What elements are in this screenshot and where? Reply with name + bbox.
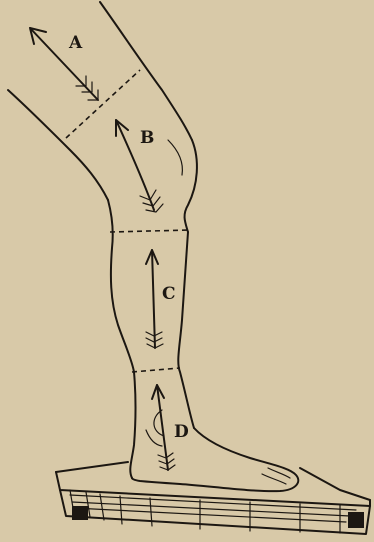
zone-label-a: A	[69, 33, 82, 53]
zone-label-d: D	[174, 422, 189, 442]
knee-outline	[185, 140, 197, 232]
wooden-stand	[56, 462, 370, 534]
knee-crease	[168, 140, 182, 175]
thigh-outline	[100, 2, 192, 140]
stand-foot-right	[348, 512, 364, 528]
zone-label-b: B	[140, 128, 154, 148]
thigh-back-outline	[8, 90, 108, 200]
arrow-c	[146, 250, 163, 348]
toe-lines	[262, 468, 290, 484]
stand-foot-left	[72, 506, 88, 520]
foot-outline	[132, 428, 298, 491]
zone-label-c: C	[162, 284, 176, 304]
divider-thigh-top	[66, 70, 140, 138]
divider-knee-bottom	[110, 230, 190, 232]
arrow-d	[152, 385, 175, 470]
calf-back-outline	[108, 200, 136, 478]
ankle-bone	[146, 430, 162, 446]
arrow-a	[30, 28, 98, 100]
divider-calf-bottom	[132, 368, 180, 372]
shin-front-outline	[178, 232, 194, 428]
